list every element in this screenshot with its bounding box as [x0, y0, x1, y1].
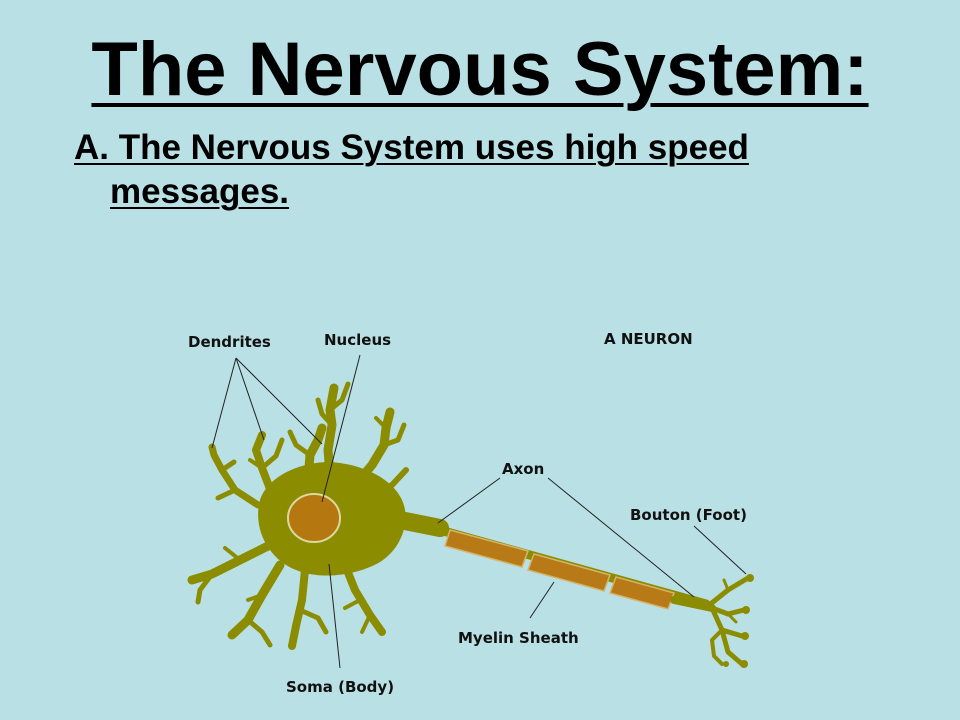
label-dendrites: Dendrites [188, 333, 271, 351]
label-axon: Axon [502, 460, 544, 478]
bullet-line-1: A. The Nervous System uses high speed [74, 128, 749, 167]
bullet-line-2: messages. [74, 170, 874, 214]
bullet-point: A. The Nervous System uses high speed me… [74, 126, 874, 214]
bouton-terminals [723, 574, 754, 668]
slide-title: The Nervous System: [0, 22, 960, 118]
neuron-illustration [187, 381, 754, 668]
slide-title-text: The Nervous System: [91, 27, 869, 112]
label-nucleus: Nucleus [324, 331, 391, 349]
nucleus-shape [287, 493, 341, 543]
axon-terminals [670, 575, 751, 667]
diagram-heading: A NEURON [604, 330, 693, 348]
label-myelin-sheath: Myelin Sheath [458, 629, 579, 647]
bullet-line-2-text: messages. [110, 172, 290, 211]
label-soma: Soma (Body) [286, 678, 394, 696]
label-bouton: Bouton (Foot) [630, 506, 747, 524]
dendrite-branches [187, 381, 452, 650]
myelin-sheath-segments [444, 529, 675, 610]
leader-lines [211, 354, 747, 669]
